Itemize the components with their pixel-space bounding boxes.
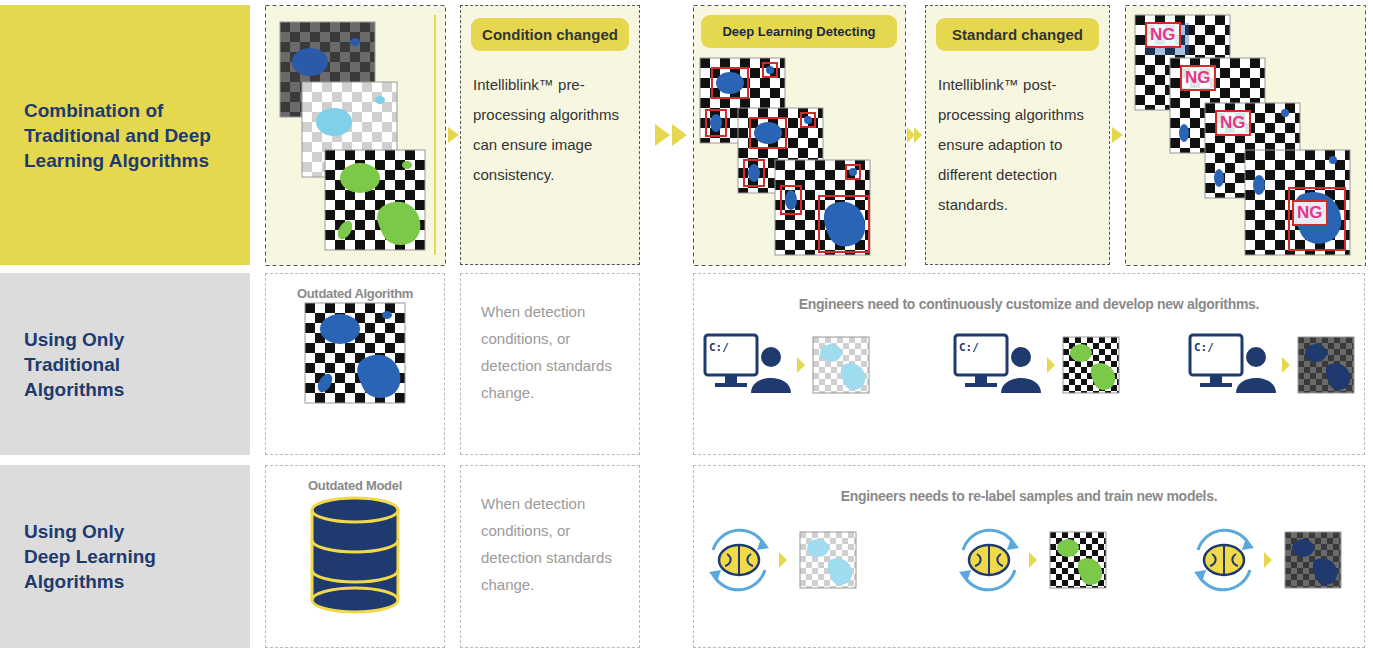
step-panel: Intelliblink™ post-processing algorithms…	[925, 5, 1110, 265]
color-sample	[325, 150, 425, 250]
task-panel: Engineers needs to re-label samples and …	[693, 465, 1365, 648]
old-sample	[305, 303, 405, 403]
ng-mark: NG	[1145, 22, 1181, 48]
step-panel: Intelliblink™ pre-processing algorithms …	[460, 5, 640, 265]
row-header: Combination of Traditional and Deep Lear…	[0, 5, 250, 265]
tag-text: Condition changed	[482, 20, 618, 50]
panel-title: Engineers need to continuously customize…	[702, 296, 1356, 312]
header-text: Using Only Deep Learning Algorithms	[24, 519, 169, 594]
ng-mark: NG	[1180, 65, 1216, 91]
header-text: Using Only Traditional Algorithms	[24, 327, 169, 402]
body-text: Intelliblink™ post-processing algorithms…	[938, 70, 1101, 220]
body-text: Intelliblink™ pre-processing algorithms …	[473, 70, 631, 190]
tag-text: Standard changed	[952, 20, 1083, 50]
note-text: When detection conditions, or detection …	[481, 298, 631, 406]
step-tag: Condition changed	[471, 18, 629, 51]
panel-title: Engineers needs to re-label samples and …	[702, 488, 1356, 504]
database-icon	[312, 498, 398, 612]
image-panel	[266, 6, 446, 266]
row-header: Using Only Deep Learning Algorithms	[0, 465, 250, 648]
note-panel: When detection conditions, or detection …	[460, 273, 640, 455]
note-panel: When detection conditions, or detection …	[460, 465, 640, 648]
task-panel: Engineers need to continuously customize…	[693, 273, 1365, 455]
ng-sample	[1135, 15, 1350, 255]
image-panel: Outdated Algorithm	[265, 273, 445, 455]
ng-mark: NG	[1292, 200, 1328, 226]
console-text: C:/	[1194, 341, 1214, 354]
header-text: Combination of Traditional and Deep Lear…	[24, 98, 224, 173]
panel-title: Outdated Model	[272, 478, 438, 493]
note-text: When detection conditions, or detection …	[481, 490, 631, 598]
step-tag: Deep Learning Detecting	[701, 15, 897, 48]
image-panel	[1126, 6, 1366, 266]
detect-sample	[775, 160, 870, 255]
training-icons	[709, 530, 1341, 590]
ng-mark: NG	[1215, 110, 1251, 136]
image-panel: Outdated Model	[265, 465, 445, 648]
image-panel	[694, 6, 906, 266]
console-text: C:/	[959, 341, 979, 354]
panel-title: Outdated Algorithm	[272, 286, 438, 301]
tag-text: Deep Learning Detecting	[722, 24, 875, 39]
engineer-icons	[705, 335, 1354, 393]
step-tag: Standard changed	[936, 18, 1099, 51]
console-text: C:/	[709, 341, 729, 354]
row-header: Using Only Traditional Algorithms	[0, 273, 250, 455]
